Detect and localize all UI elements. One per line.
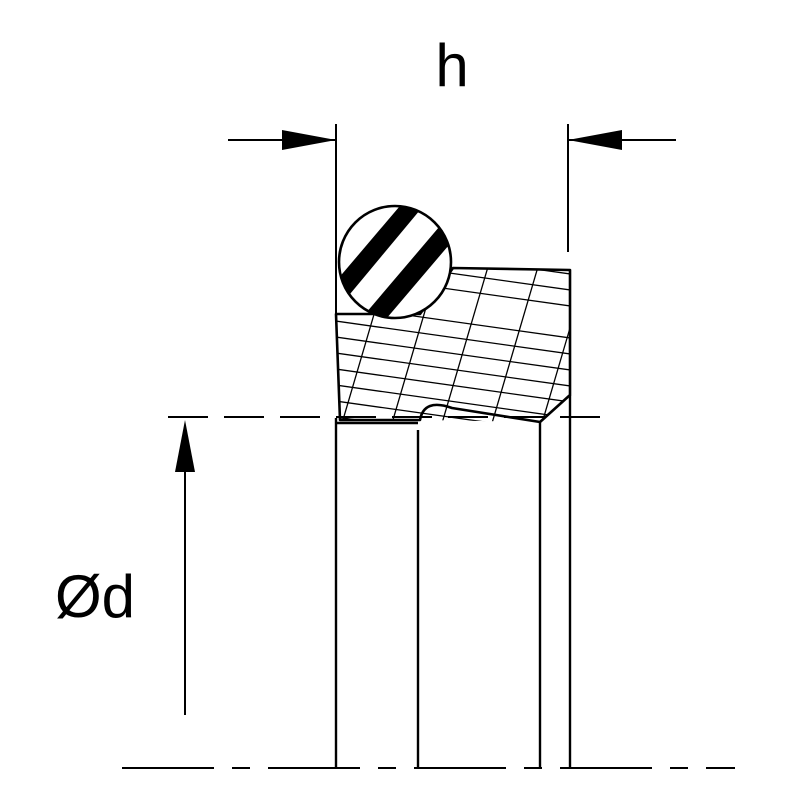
o-ring-outline	[337, 204, 453, 320]
height-dimension	[228, 124, 676, 314]
diameter-dimension	[175, 420, 195, 715]
reference-lines	[122, 416, 735, 769]
o-ring	[337, 204, 453, 320]
diameter-label: Ød	[55, 563, 135, 630]
housing-walls	[334, 395, 572, 768]
seal-ring-profile	[334, 266, 572, 424]
arrow-head-right	[568, 130, 622, 150]
height-label: h	[435, 32, 468, 99]
o-ring-stripes	[339, 206, 451, 318]
arrow-head-left	[282, 130, 336, 150]
seal-outline	[334, 266, 572, 424]
diameter-arrow-head	[175, 420, 195, 472]
